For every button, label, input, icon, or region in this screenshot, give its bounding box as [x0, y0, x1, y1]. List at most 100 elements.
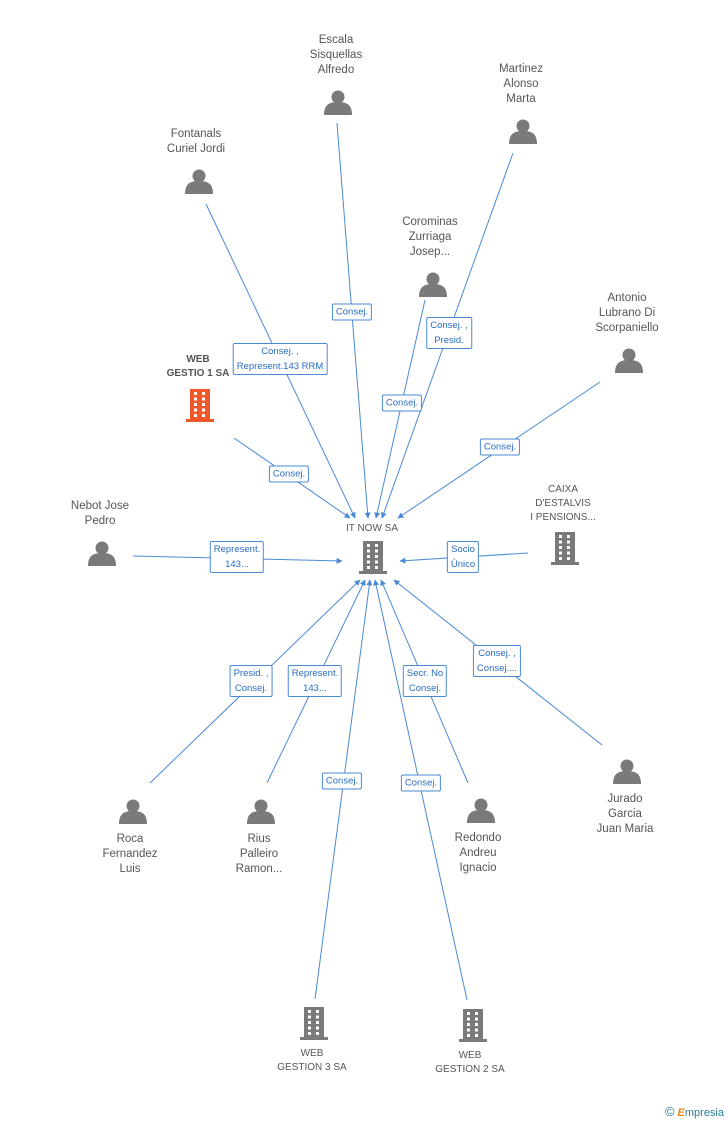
building-window	[194, 392, 197, 395]
building-window	[194, 408, 197, 412]
building-window	[559, 535, 562, 538]
building-window	[475, 1034, 478, 1037]
building-window	[202, 414, 205, 417]
web1-company-icon[interactable]	[186, 389, 214, 422]
e-fontanals-label[interactable]: Consej. , Represent.143 RRM	[232, 343, 328, 375]
building-window	[367, 549, 370, 553]
antonio-person-icon[interactable]	[615, 348, 643, 374]
building-window	[559, 551, 562, 555]
e-redondo-label[interactable]: Secr. No Consej.	[402, 665, 448, 697]
building-window	[367, 544, 370, 547]
copyright-icon: ©	[664, 1104, 675, 1119]
building-window	[367, 555, 370, 558]
building-window	[316, 1010, 319, 1013]
building-window	[316, 1015, 319, 1019]
e-jurado-label[interactable]: Consej. , Consej....	[472, 645, 522, 677]
e-caixa-label[interactable]: Socio Único	[446, 541, 480, 573]
building-window	[375, 549, 378, 553]
building-window	[316, 1026, 319, 1030]
nebot-person-label[interactable]: Nebot Jose Pedro	[70, 500, 130, 527]
e-antonio-label[interactable]: Consej.	[479, 438, 521, 456]
rius-person-label[interactable]: Rius Palleiro Ramon...	[235, 833, 283, 875]
building-window	[475, 1028, 478, 1032]
escala-person-label[interactable]: Escala Sisquellas Alfredo	[309, 34, 363, 76]
building-window	[375, 544, 378, 547]
web1-company-label[interactable]: WEB GESTIO 1 SA	[166, 354, 230, 379]
e-escala-label[interactable]: Consej.	[331, 303, 373, 321]
building-window	[567, 540, 570, 544]
rius-person-icon[interactable]	[247, 799, 275, 825]
e-escala-line	[336, 122, 371, 519]
building-window	[475, 1017, 478, 1021]
redondo-person-icon[interactable]	[467, 798, 495, 824]
building-window	[375, 560, 378, 564]
building-window	[194, 403, 197, 406]
jurado-person-icon[interactable]	[613, 759, 641, 785]
nebot-person-icon[interactable]	[88, 541, 116, 567]
center-company-icon[interactable]	[359, 541, 387, 574]
building-window	[308, 1032, 311, 1035]
corominas-person-icon[interactable]	[419, 272, 447, 298]
e-corominas-label[interactable]: Consej.	[381, 394, 423, 412]
building-window	[375, 566, 378, 569]
building-window	[308, 1026, 311, 1030]
roca-person-label[interactable]: Roca Fernandez Luis	[102, 833, 158, 875]
center-company-label[interactable]: IT NOW SA	[345, 523, 399, 534]
caixa-company-label[interactable]: CAIXA D'ESTALVIS I PENSIONS...	[530, 484, 596, 523]
web2-company-label[interactable]: WEB GESTION 2 SA	[435, 1050, 505, 1075]
building-window	[202, 397, 205, 401]
building-window	[308, 1015, 311, 1019]
building-window	[316, 1032, 319, 1035]
brand-name: mpresia	[684, 1107, 724, 1119]
e-web2-label[interactable]: Consej.	[400, 774, 442, 792]
fontanals-person-label[interactable]: Fontanals Curiel Jordi	[166, 128, 226, 155]
building-window	[475, 1012, 478, 1015]
caixa-company-icon[interactable]	[551, 532, 579, 565]
e-nebot-label[interactable]: Represent. 143...	[209, 541, 265, 573]
antonio-person-label[interactable]: Antonio Lubrano Di Scorpaniello	[595, 292, 659, 334]
building-window	[375, 555, 378, 558]
building-window	[467, 1023, 470, 1026]
martinez-person-icon[interactable]	[509, 119, 537, 145]
e-rius-label[interactable]: Represent. 143...	[287, 665, 343, 697]
e-web1-label[interactable]: Consej.	[268, 465, 310, 483]
building-window	[467, 1017, 470, 1021]
building-window	[559, 546, 562, 549]
building-window	[467, 1028, 470, 1032]
escala-person-icon[interactable]	[324, 90, 352, 116]
martinez-person-label[interactable]: Martinez Alonso Marta	[498, 63, 544, 105]
web3-company-icon[interactable]	[300, 1007, 328, 1040]
building-window	[194, 397, 197, 401]
building-window	[467, 1012, 470, 1015]
building-window	[559, 540, 562, 544]
web3-company-label[interactable]: WEB GESTION 3 SA	[277, 1048, 347, 1073]
web2-company-icon[interactable]	[459, 1009, 487, 1042]
e-roca-label[interactable]: Presid. , Consej.	[229, 665, 273, 697]
building-window	[559, 557, 562, 560]
building-window	[567, 535, 570, 538]
building-window	[475, 1023, 478, 1026]
building-window	[567, 551, 570, 555]
building-window	[202, 408, 205, 412]
building-window	[316, 1021, 319, 1024]
e-web3-line	[314, 579, 373, 1000]
brand-initial: E	[677, 1107, 685, 1119]
building-window	[467, 1034, 470, 1037]
roca-person-icon[interactable]	[119, 799, 147, 825]
building-window	[367, 560, 370, 564]
building-window	[194, 414, 197, 417]
building-window	[308, 1010, 311, 1013]
redondo-person-label[interactable]: Redondo Andreu Ignacio	[454, 832, 502, 874]
building-window	[567, 546, 570, 549]
building-window	[567, 557, 570, 560]
fontanals-person-icon[interactable]	[185, 169, 213, 195]
corominas-person-label[interactable]: Corominas Zurriaga Josep...	[402, 216, 458, 258]
jurado-person-label[interactable]: Jurado Garcia Juan Maria	[596, 793, 654, 835]
empresia-watermark: © Empresia	[665, 1104, 724, 1119]
building-window	[202, 392, 205, 395]
building-window	[308, 1021, 311, 1024]
building-window	[202, 403, 205, 406]
e-martinez-label[interactable]: Consej. , Presid.	[426, 317, 472, 349]
e-web3-label[interactable]: Consej.	[321, 772, 363, 790]
